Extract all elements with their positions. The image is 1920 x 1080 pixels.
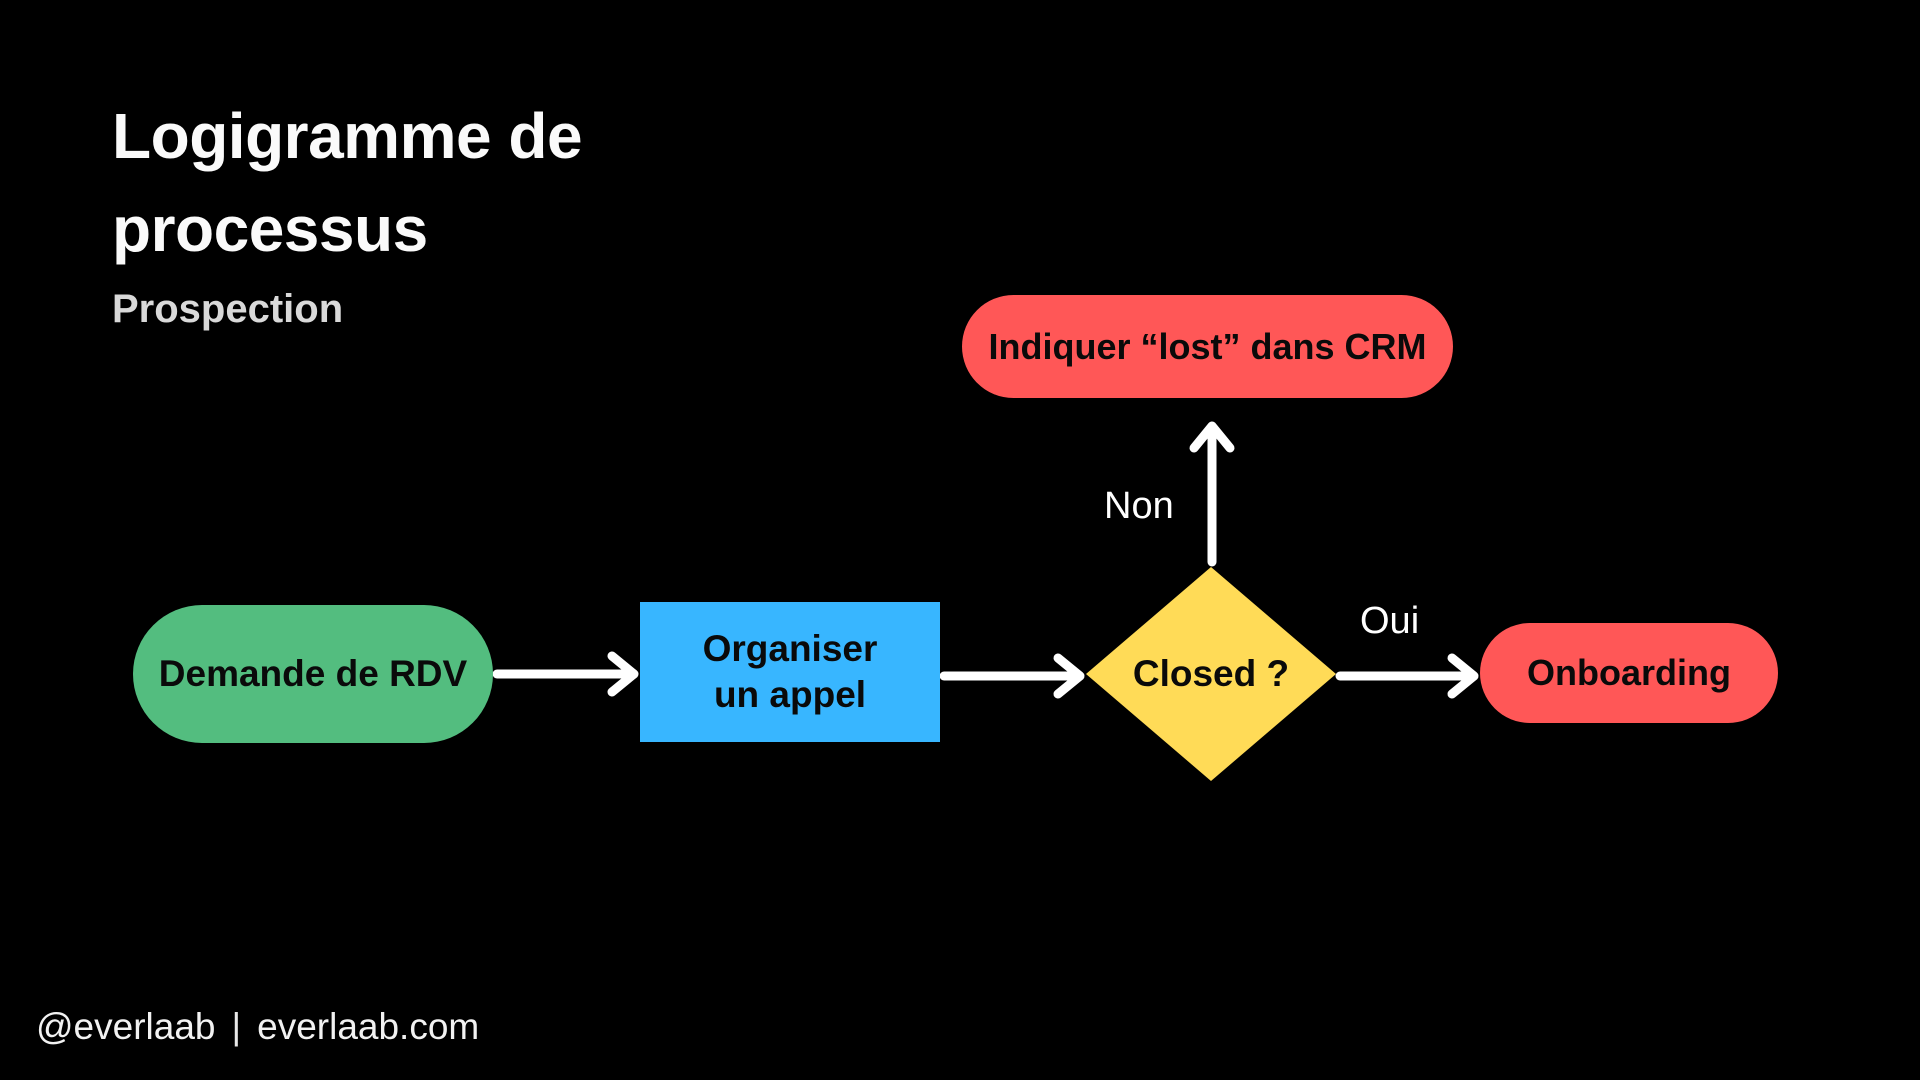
edge-label-non: Non [1104, 485, 1174, 527]
footer-handle: @everlaab [36, 1006, 216, 1047]
node-closed-decision: Closed ? [1086, 567, 1336, 781]
page-title: Logigramme de processus [112, 100, 583, 265]
node-label: Onboarding [1527, 652, 1731, 693]
node-label: Demande de RDV [158, 653, 468, 694]
arrow-decision-to-onboarding [1335, 653, 1479, 699]
node-onboarding: Onboarding [1480, 623, 1778, 723]
arrow-process-to-decision [939, 653, 1085, 699]
page-subtitle: Prospection [112, 287, 344, 331]
node-label: Closed ? [1132, 653, 1290, 694]
node-demande-de-rdv: Demande de RDV [133, 605, 493, 743]
footer-site: everlaab.com [257, 1006, 480, 1047]
arrow-decision-to-lost [1189, 421, 1235, 567]
node-label-line1: Organiser [702, 628, 878, 669]
node-label-line2: un appel [713, 674, 867, 715]
node-label: Indiquer “lost” dans CRM [988, 325, 1427, 367]
arrow-start-to-process [492, 651, 639, 697]
edge-label-oui: Oui [1360, 600, 1420, 642]
node-organiser-un-appel: Organiser un appel [640, 602, 940, 742]
node-indiquer-lost-crm: Indiquer “lost” dans CRM [962, 295, 1453, 398]
footer-separator: | [231, 1006, 242, 1047]
footer: @everlaab | everlaab.com [36, 1006, 479, 1048]
